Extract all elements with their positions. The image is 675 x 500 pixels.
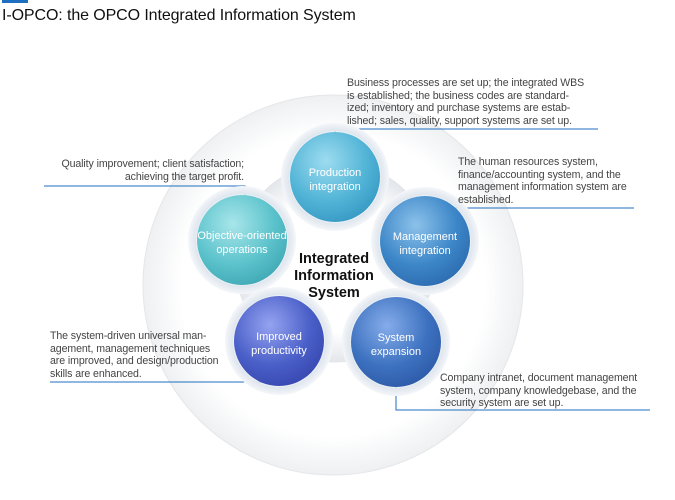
center-label-line-1: Integrated — [299, 251, 369, 267]
description-production-line: lished; sales, quality, support systems … — [347, 114, 572, 127]
node-management-line-1: Management — [393, 231, 457, 243]
node-objective: Objective-oriented operations — [188, 186, 296, 294]
description-management: The human resources system, finance/acco… — [458, 156, 627, 206]
node-objective-line-1: Objective-oriented — [197, 230, 286, 242]
center-label-line-2: Information — [294, 268, 374, 284]
node-system-line-1: System — [378, 332, 415, 344]
node-production: Production integration — [281, 123, 389, 231]
description-productivity-line: are improved, and design/production — [50, 355, 219, 368]
node-system-circle — [351, 297, 441, 387]
node-production-line-2: integration — [309, 181, 360, 193]
description-management-line: management information system are — [458, 181, 627, 194]
description-productivity-line: skills are enhanced. — [50, 367, 142, 380]
node-system-line-2: expansion — [371, 346, 421, 358]
center-label: Integrated Information System — [294, 251, 374, 301]
description-productivity: The system-driven universal man- agement… — [50, 330, 219, 380]
node-production-circle — [290, 132, 380, 222]
node-productivity-line-1: Improved — [256, 331, 302, 343]
node-productivity: Improved productivity — [225, 287, 333, 395]
node-production-line-1: Production — [309, 167, 362, 179]
node-management-circle — [380, 196, 470, 286]
description-objective-line: achieving the target profit. — [124, 170, 244, 183]
node-objective-circle — [197, 195, 287, 285]
description-system-line: security system are set up. — [440, 397, 564, 410]
description-production-line: ized; inventory and purchase systems are… — [347, 102, 571, 115]
description-system-line: Company intranet, document management — [440, 372, 638, 384]
description-management-line: established. — [458, 193, 514, 206]
description-objective: Quality improvement; client satisfaction… — [36, 158, 244, 183]
center-label-line-3: System — [308, 285, 360, 301]
description-management-line: finance/accounting system, and the — [458, 168, 621, 181]
page-title: I-OPCO: the OPCO Integrated Information … — [2, 7, 356, 24]
node-productivity-line-2: productivity — [251, 345, 307, 357]
node-system: System expansion — [342, 288, 450, 396]
node-management-line-2: integration — [399, 245, 450, 257]
title-accent-bar — [2, 0, 28, 3]
description-system: Company intranet, document management sy… — [440, 372, 637, 410]
description-system-line: system, company knowledgebase, and the — [440, 384, 637, 397]
description-productivity-line: The system-driven universal man- — [50, 330, 207, 342]
description-production-line: Business processes are set up; the integ… — [347, 77, 585, 89]
node-objective-line-2: operations — [216, 244, 268, 256]
description-objective-line: Quality improvement; client satisfaction… — [61, 158, 244, 170]
description-management-line: The human resources system, — [458, 156, 598, 168]
description-production: Business processes are set up; the integ… — [347, 77, 584, 127]
node-productivity-circle — [234, 296, 324, 386]
description-productivity-line: agement, management techniques — [50, 342, 211, 355]
node-management: Management integration — [371, 187, 479, 295]
description-production-line: is established; the business codes are s… — [347, 89, 569, 102]
